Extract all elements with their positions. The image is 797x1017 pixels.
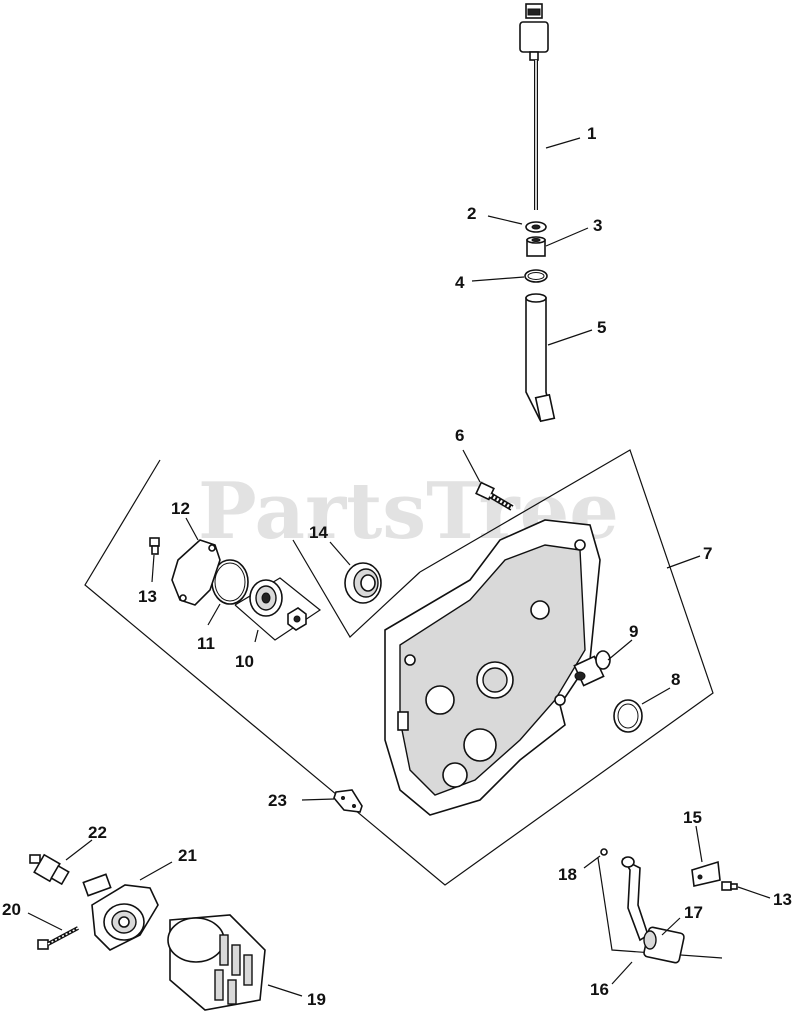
callout-8[interactable]: 8 [671, 670, 680, 689]
cover-part[interactable] [171, 539, 221, 606]
callout-labels: 1 2 3 4 5 6 7 8 9 10 11 12 13 14 15 13 1… [2, 124, 792, 1009]
dipstick-part[interactable] [519, 3, 549, 210]
gasket-part[interactable] [333, 789, 363, 813]
seal-ring-part[interactable] [613, 699, 643, 733]
callout-12[interactable]: 12 [171, 499, 190, 518]
plug-fitting-part[interactable] [573, 650, 611, 687]
large-o-ring-part[interactable] [211, 559, 249, 605]
callout-2[interactable]: 2 [467, 204, 476, 223]
screw-part-right[interactable] [721, 881, 738, 891]
callout-18[interactable]: 18 [558, 865, 577, 884]
pickup-group-outline [597, 857, 723, 959]
callout-15[interactable]: 15 [683, 808, 702, 827]
oil-sensor-part[interactable] [29, 853, 70, 886]
callout-17[interactable]: 17 [684, 903, 703, 922]
callout-11[interactable]: 11 [197, 634, 215, 653]
callout-13-left[interactable]: 13 [138, 587, 157, 606]
oil-seal-part[interactable] [344, 562, 382, 604]
callout-1[interactable]: 1 [587, 124, 596, 143]
oil-filter-part[interactable] [167, 914, 266, 1011]
callout-4[interactable]: 4 [455, 273, 465, 292]
callout-9[interactable]: 9 [629, 622, 638, 641]
callout-16[interactable]: 16 [590, 980, 609, 999]
leader-lines [27, 137, 771, 997]
main-group-outline [84, 449, 714, 886]
gear-set-part[interactable] [249, 579, 307, 631]
seal-group-outline [292, 539, 421, 638]
o-ring-part[interactable] [524, 269, 548, 283]
bracket-part[interactable] [691, 860, 721, 887]
callout-21[interactable]: 21 [178, 846, 197, 865]
callout-23[interactable]: 23 [268, 791, 287, 810]
oil-pickup-part[interactable] [621, 856, 685, 964]
callout-6[interactable]: 6 [455, 426, 464, 445]
callout-19[interactable]: 19 [307, 990, 326, 1009]
callout-14[interactable]: 14 [309, 523, 328, 542]
closure-plate-part[interactable] [384, 519, 601, 816]
callout-5[interactable]: 5 [597, 318, 606, 337]
callout-20[interactable]: 20 [2, 900, 21, 919]
screw-part-left[interactable] [149, 537, 160, 555]
dipstick-tube-part[interactable] [525, 293, 556, 423]
callout-3[interactable]: 3 [593, 216, 602, 235]
callout-22[interactable]: 22 [88, 823, 107, 842]
filter-adapter-part[interactable] [82, 873, 159, 951]
washer-part[interactable] [525, 221, 547, 233]
long-bolt-part[interactable] [37, 926, 79, 950]
adapter-part[interactable] [526, 236, 546, 257]
callout-10[interactable]: 10 [235, 652, 254, 671]
callout-7[interactable]: 7 [703, 544, 712, 563]
callout-13-right[interactable]: 13 [773, 890, 792, 909]
bolt-part[interactable] [475, 481, 514, 511]
small-o-ring-part[interactable] [600, 848, 608, 856]
